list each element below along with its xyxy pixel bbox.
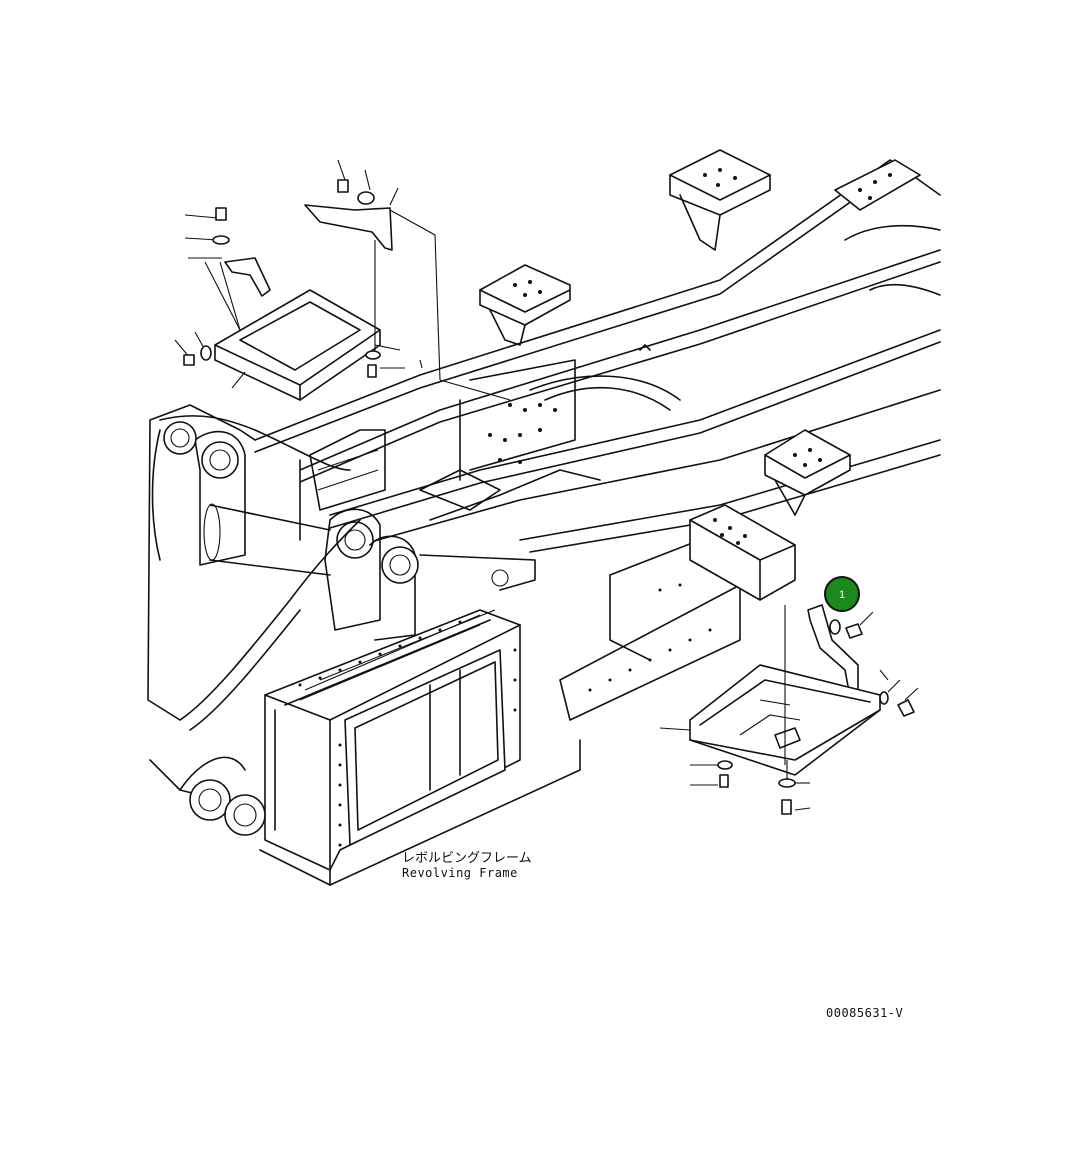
frame-label-en: Revolving Frame xyxy=(402,866,518,880)
revolving-frame xyxy=(147,149,941,886)
bracket-assembly xyxy=(659,604,919,815)
cover-plate-assembly xyxy=(174,159,511,401)
callout-1-label: 1 xyxy=(839,589,845,601)
frame-label-jp: レボルビングフレーム xyxy=(402,851,532,866)
drawing-number: 00085631-V xyxy=(826,1006,903,1020)
callout-1[interactable]: 1 xyxy=(824,576,860,612)
